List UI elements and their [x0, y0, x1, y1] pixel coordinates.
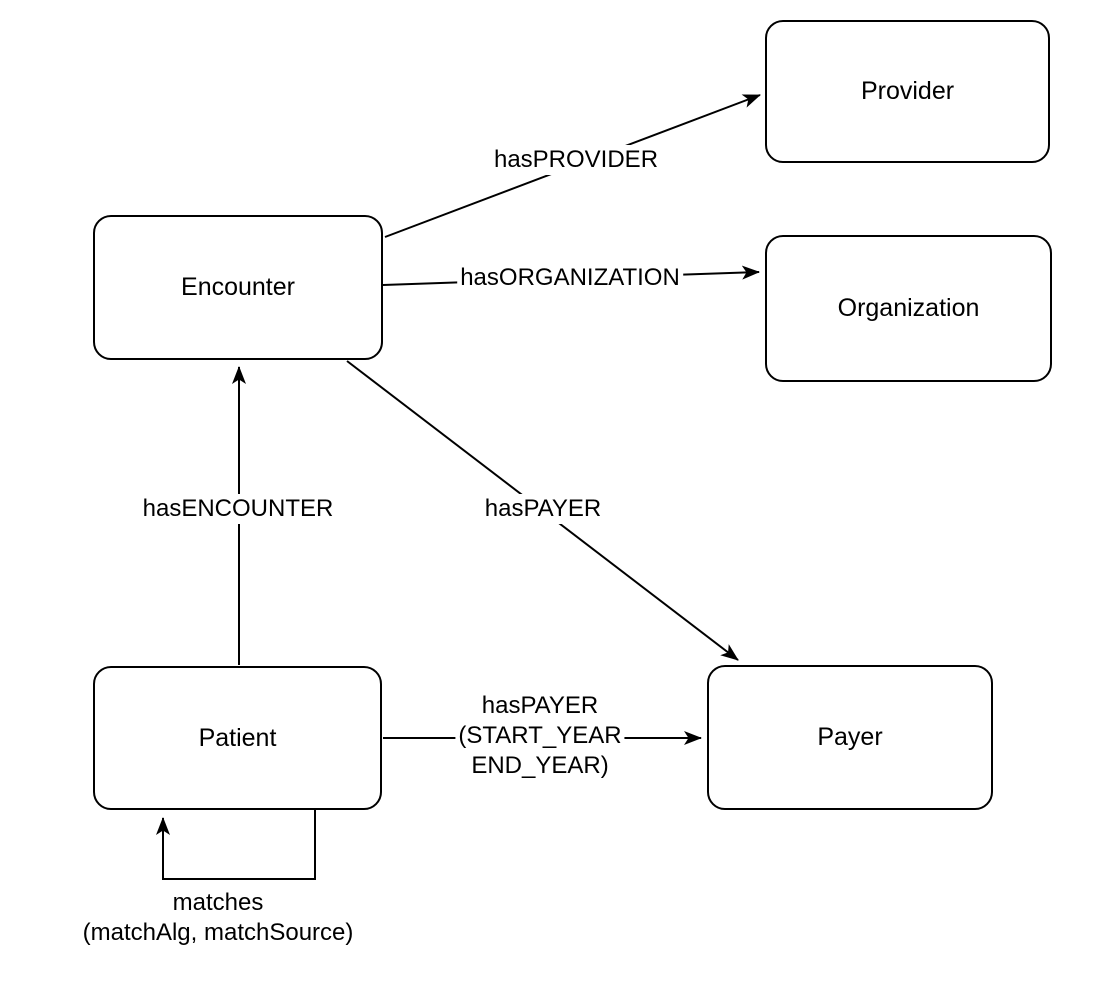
edge-label-hasencounter: hasENCOUNTER — [139, 494, 337, 524]
edge-label-hasorganization: hasORGANIZATION — [457, 263, 683, 293]
edge-label-haspayer-patient-line3: END_YEAR) — [471, 752, 609, 779]
edge-label-hasprovider: hasPROVIDER — [490, 145, 662, 175]
node-payer-label: Payer — [817, 723, 883, 751]
edge-label-haspayer-encounter-text: hasPAYER — [484, 495, 602, 522]
edge-label-hasencounter-text: hasENCOUNTER — [142, 495, 334, 522]
node-encounter: Encounter — [93, 215, 383, 360]
node-provider-label: Provider — [860, 77, 955, 105]
edge-label-matches-line1: matches — [172, 889, 264, 916]
node-patient: Patient — [93, 666, 382, 810]
edge-patient-self-loop — [156, 810, 316, 880]
node-encounter-label: Encounter — [181, 273, 295, 301]
edge-label-haspayer-encounter: hasPAYER — [481, 494, 605, 524]
edge-label-matches: matches (matchAlg, matchSource) — [80, 888, 357, 948]
edge-label-matches-line2: (matchAlg, matchSource) — [82, 919, 354, 946]
node-payer: Payer — [707, 665, 993, 810]
edge-label-hasprovider-text: hasPROVIDER — [493, 146, 659, 173]
node-patient-label: Patient — [198, 723, 277, 752]
edge-label-haspayer-patient-line1: hasPAYER — [481, 692, 599, 719]
node-organization: Organization — [765, 235, 1052, 382]
edge-label-haspayer-patient-line2: (START_YEAR — [458, 722, 622, 749]
node-organization-label: Organization — [837, 294, 980, 322]
node-provider: Provider — [765, 20, 1050, 163]
edge-label-hasorganization-text: hasORGANIZATION — [460, 264, 680, 291]
edge-label-haspayer-patient: hasPAYER (START_YEAR END_YEAR) — [455, 691, 625, 781]
